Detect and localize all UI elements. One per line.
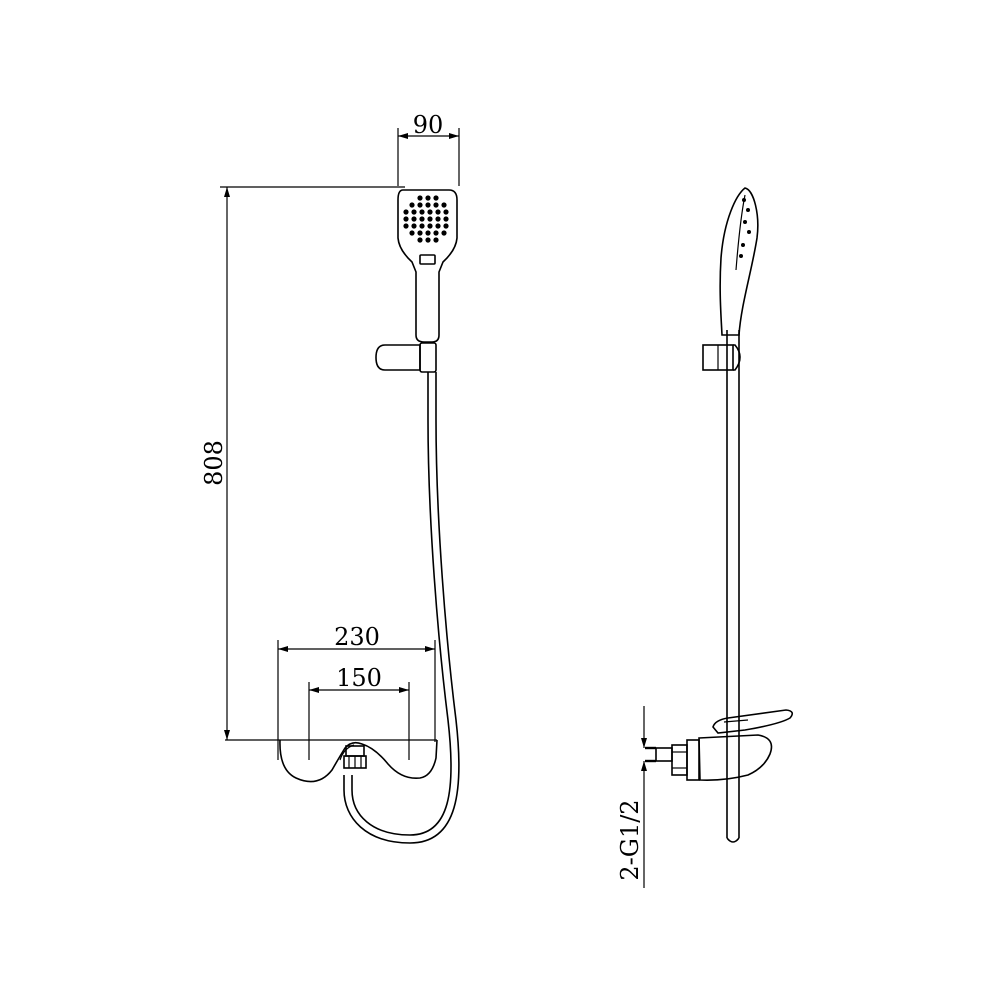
hand-shower-head: [397, 189, 458, 343]
nozzle-dot: [409, 230, 415, 236]
nozzle-dot: [433, 230, 439, 236]
nozzle-dot: [441, 202, 447, 208]
nozzle-dot: [419, 209, 425, 215]
mode-button: [419, 254, 436, 265]
nozzle-dot: [433, 202, 439, 208]
slide-rail: [726, 330, 740, 843]
nozzle-dot: [403, 209, 409, 215]
hose-connector: [343, 745, 367, 769]
side-nozzle-dot: [739, 254, 743, 258]
nozzle-dot: [443, 209, 449, 215]
nozzle-dot: [441, 230, 447, 236]
dim-label-mixer-width: 230: [334, 623, 380, 651]
dimension-overall-height: 808: [200, 186, 405, 740]
nozzle-dot: [433, 195, 439, 201]
holder-bracket: [375, 342, 437, 373]
dim-label-mount-spacing: 150: [336, 664, 382, 692]
nozzle-dot: [417, 237, 423, 243]
nozzle-dot: [403, 216, 409, 222]
nozzle-dot: [411, 223, 417, 229]
dimension-mixer-width: 230: [277, 623, 436, 760]
side-nozzle-dot: [741, 243, 745, 247]
nozzle-dot: [443, 216, 449, 222]
nozzle-dot: [403, 223, 409, 229]
side-nozzle-dot: [747, 230, 751, 234]
nozzle-dot: [443, 223, 449, 229]
nozzle-dot: [425, 230, 431, 236]
nozzle-pattern: [403, 195, 449, 243]
shower-hose: [343, 372, 460, 844]
hand-shower-side-profile: [719, 187, 759, 336]
nozzle-dot: [435, 209, 441, 215]
nozzle-dot: [417, 195, 423, 201]
front-view: 90 808 230 150: [200, 111, 460, 844]
dimension-head-width: 90: [397, 111, 460, 186]
mixer-body: [225, 739, 438, 783]
dimension-mount-spacing: 150: [308, 664, 410, 760]
side-nozzles: [739, 198, 751, 258]
dim-label-head-width: 90: [413, 111, 444, 139]
nozzle-dot: [427, 223, 433, 229]
nozzle-dot: [417, 202, 423, 208]
dim-label-overall-height: 808: [200, 440, 228, 486]
nozzle-dot: [427, 216, 433, 222]
dimension-inlet-thread: 2-G1/2: [616, 706, 647, 888]
nozzle-dot: [419, 223, 425, 229]
mixer-side-profile: [645, 709, 794, 781]
side-nozzle-dot: [746, 208, 750, 212]
nozzle-dot: [435, 216, 441, 222]
nozzle-dot: [425, 237, 431, 243]
nozzle-dot: [425, 202, 431, 208]
side-nozzle-dot: [743, 220, 747, 224]
nozzle-dot: [409, 202, 415, 208]
nozzle-dot: [427, 209, 433, 215]
nozzle-dot: [425, 195, 431, 201]
side-view: 2-G1/2: [616, 187, 794, 888]
nozzle-dot: [433, 237, 439, 243]
nozzle-dot: [417, 230, 423, 236]
side-holder: [702, 344, 741, 371]
nozzle-dot: [419, 216, 425, 222]
side-nozzle-dot: [742, 198, 746, 202]
nozzle-dot: [411, 209, 417, 215]
nozzle-dot: [435, 223, 441, 229]
dim-label-inlet-thread: 2-G1/2: [616, 799, 644, 880]
nozzle-dot: [411, 216, 417, 222]
